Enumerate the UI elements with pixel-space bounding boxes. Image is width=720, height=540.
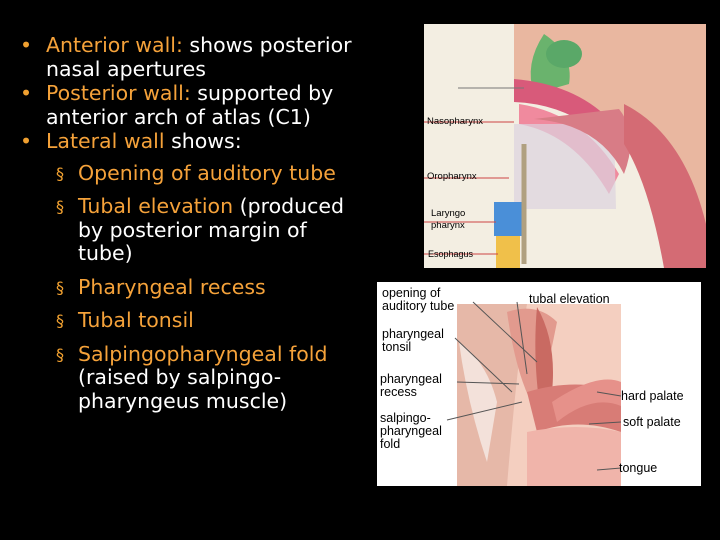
subbullet-term: Tubal elevation (78, 194, 234, 218)
bullet-dot: • (20, 129, 33, 153)
lateral-wall-illustration (446, 301, 622, 486)
square-bullet-icon: § (56, 311, 64, 330)
bullet-term: Anterior wall: (46, 33, 183, 57)
label-pharyngeal-tonsil-1: pharyngeal (382, 327, 444, 341)
label-pharyngeal-recess-2: recess (380, 385, 417, 399)
label-tubal-elevation: tubal elevation (529, 292, 610, 306)
subbullet-text: (produced (233, 194, 345, 218)
subbullet-opening: § Opening of auditory tube (16, 160, 396, 186)
subbullet-term: Salpingopharyngeal fold (78, 341, 328, 366)
subbullet-pharyngeal-recess: § Pharyngeal recess (16, 274, 396, 300)
label-tongue: tongue (619, 461, 658, 475)
subbullet-term: Pharyngeal recess (78, 274, 266, 299)
label-pharyngeal-tonsil-2: tonsil (382, 340, 412, 354)
label-opening-1: opening of (382, 286, 441, 300)
square-bullet-icon: § (56, 197, 64, 216)
bullet-text-cont: nasal apertures (46, 56, 206, 81)
label-hard-palate: hard palate (621, 389, 684, 403)
bullet-anterior-wall: • Anterior wall: shows posterior nasal a… (16, 33, 396, 81)
square-bullet-icon: § (56, 344, 64, 364)
bullet-text: supported by (190, 81, 334, 105)
bullet-text: shows: (164, 129, 242, 153)
bullet-posterior-wall: • Posterior wall: supported by anterior … (16, 81, 396, 129)
subbullet-text-cont: tube) (78, 241, 133, 265)
label-laryngopharynx-1: Laryngo (431, 208, 466, 219)
label-esophagus: Esophagus (428, 249, 474, 259)
bullet-list: • Anterior wall: shows posterior nasal a… (16, 33, 396, 414)
subbullet-tubal-elevation: § Tubal elevation (produced by posterior… (16, 194, 396, 266)
square-bullet-icon: § (56, 163, 64, 183)
bullet-term: Posterior wall: (46, 81, 191, 105)
bullet-lateral-wall: • Lateral wall shows: (16, 129, 396, 154)
bullet-text: shows posterior (182, 33, 352, 57)
bullet-text-cont: anterior arch of atlas (C1) (46, 104, 311, 129)
label-oropharynx: Oropharynx (427, 171, 477, 182)
bullet-term: Lateral wall (46, 129, 165, 153)
subbullet-salpingopharyngeal: § Salpingopharyngeal fold (raised by sal… (16, 341, 396, 414)
subbullet-term: Tubal tonsil (78, 308, 194, 332)
sagittal-illustration (424, 24, 706, 268)
subbullet-tubal-tonsil: § Tubal tonsil (16, 308, 396, 333)
square-bullet-icon: § (56, 277, 64, 297)
subbullet-text-cont: (raised by salpingo- (78, 365, 282, 389)
label-salpingopharyngeal-2: pharyngeal (380, 424, 442, 438)
bullet-dot: • (20, 81, 33, 105)
bullet-dot: • (20, 33, 33, 57)
label-nasopharynx: Nasopharynx (427, 116, 483, 127)
subbullet-text-cont: by posterior margin of (78, 217, 307, 242)
lateral-wall-figure: opening of auditory tube tubal elevation… (377, 282, 701, 486)
subbullet-text-cont: pharyngeus muscle) (78, 388, 288, 413)
pharynx-sagittal-figure: Nasopharynx Oropharynx Laryngo pharynx E… (424, 24, 706, 268)
label-opening-2: auditory tube (382, 299, 455, 313)
label-pharyngeal-recess-1: pharyngeal (380, 372, 442, 386)
label-salpingopharyngeal-3: fold (380, 437, 401, 451)
label-laryngopharynx-2: pharynx (431, 220, 465, 231)
label-salpingopharyngeal-1: salpingo- (380, 411, 431, 425)
subbullet-term: Opening of auditory tube (78, 160, 336, 185)
label-soft-palate: soft palate (623, 415, 681, 429)
